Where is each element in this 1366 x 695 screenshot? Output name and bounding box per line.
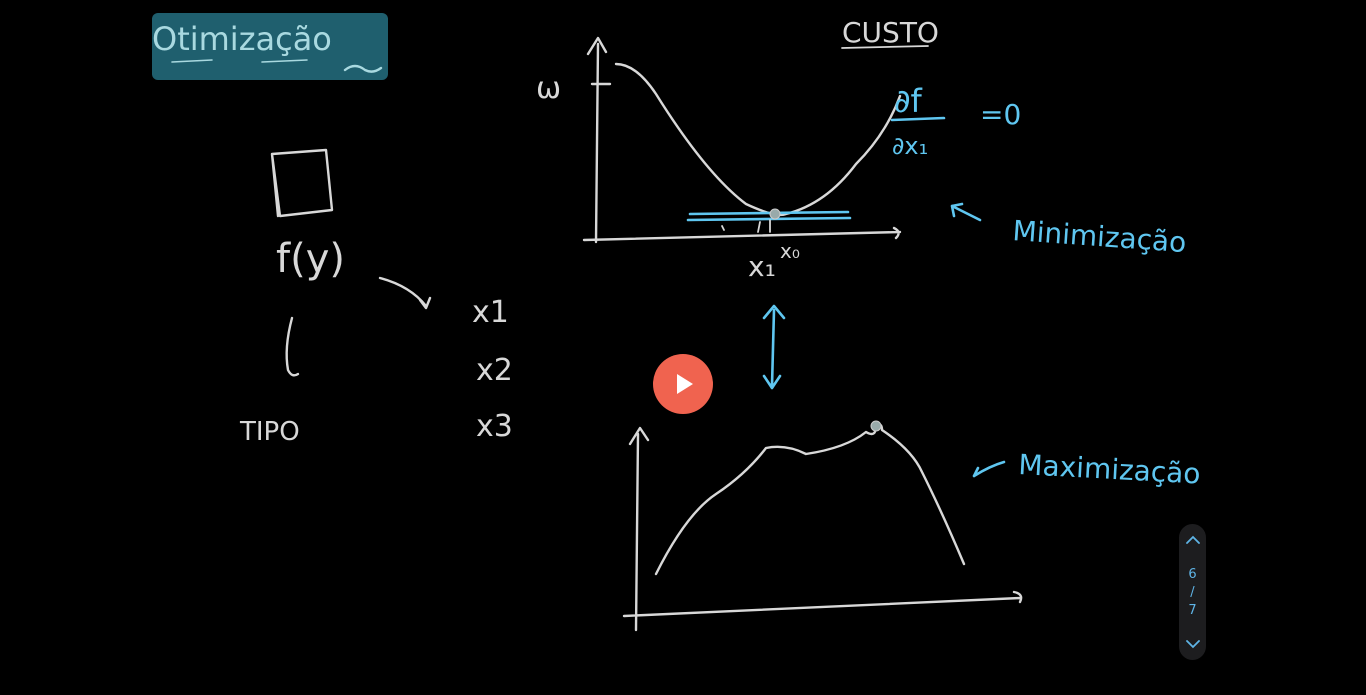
maximization-label: Maximização: [1018, 448, 1202, 490]
maximum-point: [870, 420, 882, 432]
page-separator: /: [1190, 585, 1195, 600]
profit-curve: [654, 423, 966, 576]
variable-x1: x1: [472, 295, 509, 330]
page-indicator: 6 / 7: [1179, 566, 1206, 620]
curved-arrow: [378, 276, 428, 308]
maximization-arrow: [972, 460, 1006, 478]
w-label: ω: [536, 71, 561, 106]
play-icon: [677, 374, 693, 394]
chevron-up-icon: [1185, 535, 1200, 544]
profit-graph-x-axis: [622, 590, 1023, 618]
cost-curve: [614, 62, 902, 217]
minimization-arrow: [950, 202, 982, 222]
type-connector: [285, 316, 300, 377]
function-label: f(y): [276, 236, 345, 282]
play-button[interactable]: [653, 354, 713, 414]
derivative-numerator: ∂f: [894, 82, 923, 120]
minimization-label: Minimização: [1012, 214, 1188, 259]
derivative-denominator: ∂x₁: [892, 132, 928, 160]
variable-x3: x3: [476, 409, 513, 444]
title-highlight: [152, 13, 388, 80]
profit-graph-y-axis: [628, 426, 650, 632]
current-page: 6: [1188, 567, 1197, 582]
minimum-point: [769, 208, 781, 220]
previous-page-button[interactable]: [1179, 528, 1206, 552]
variable-x2: x2: [476, 353, 513, 388]
chevron-down-icon: [1185, 640, 1200, 649]
next-page-button[interactable]: [1179, 632, 1206, 656]
x1-label: x₁: [748, 250, 776, 283]
cost-graph-y-axis: [586, 36, 608, 244]
tangent-lines: [686, 210, 852, 222]
cost-label: CUSTO: [842, 16, 939, 49]
equals-zero: =0: [980, 98, 1021, 131]
total-pages: 7: [1188, 603, 1197, 618]
double-arrow: [762, 304, 786, 390]
page-title: Otimização: [152, 20, 332, 58]
type-label: TIPO: [239, 417, 300, 447]
page-navigator: 6 / 7: [1179, 524, 1206, 660]
cost-graph-x-axis: [582, 226, 902, 242]
x0-label: x₀: [780, 239, 800, 263]
square-sketch: [270, 148, 334, 218]
